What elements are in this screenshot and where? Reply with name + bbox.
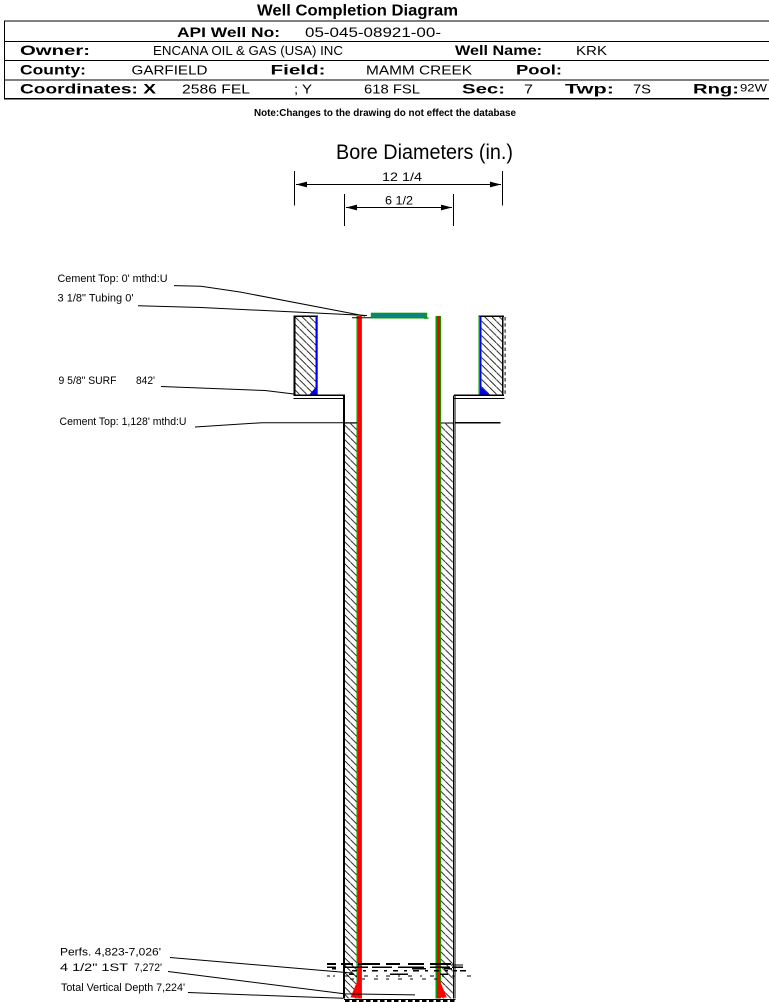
svg-text:KRK: KRK xyxy=(576,43,607,58)
svg-text:3 1/8" Tubing 0': 3 1/8" Tubing 0' xyxy=(58,293,134,305)
svg-text:; Y: ; Y xyxy=(294,82,312,97)
svg-text:Rng:: Rng: xyxy=(693,81,739,97)
svg-text:Coordinates: X: Coordinates: X xyxy=(20,81,157,97)
svg-text:County:: County: xyxy=(20,62,86,78)
svg-text:Field:: Field: xyxy=(271,62,326,78)
svg-text:Perfs. 4,823-7,026': Perfs. 4,823-7,026' xyxy=(60,947,161,959)
svg-text:Sec:: Sec: xyxy=(462,81,505,97)
svg-text:GARFIELD: GARFIELD xyxy=(132,63,208,78)
svg-text:Twp:: Twp: xyxy=(565,81,614,97)
svg-text:6 1/2: 6 1/2 xyxy=(385,194,413,208)
svg-text:618 FSL: 618 FSL xyxy=(364,82,420,97)
svg-text:9 5/8" SURF: 9 5/8" SURF xyxy=(59,375,117,387)
svg-text:Well Name:: Well Name: xyxy=(455,42,542,58)
svg-text:7: 7 xyxy=(524,82,533,97)
svg-text:Note:Changes to the drawing do: Note:Changes to the drawing do not effec… xyxy=(254,108,516,119)
svg-text:API Well No:: API Well No: xyxy=(177,24,280,40)
svg-text:MAMM CREEK: MAMM CREEK xyxy=(366,63,472,78)
svg-text:Cement Top: 0' mthd:U: Cement Top: 0' mthd:U xyxy=(58,273,168,285)
svg-text:842': 842' xyxy=(136,375,155,387)
svg-text:7,272': 7,272' xyxy=(134,962,162,974)
svg-text:2586 FEL: 2586 FEL xyxy=(182,82,250,97)
svg-text:Bore Diameters (in.): Bore Diameters (in.) xyxy=(336,141,513,164)
svg-text:92W: 92W xyxy=(740,83,768,95)
svg-text:Pool:: Pool: xyxy=(516,62,562,78)
svg-text:Total Vertical Depth 7,224': Total Vertical Depth 7,224' xyxy=(61,982,185,994)
svg-text:Well Completion Diagram: Well Completion Diagram xyxy=(257,3,458,20)
svg-text:Owner:: Owner: xyxy=(20,42,90,58)
svg-text:Cement Top: 1,128' mthd:U: Cement Top: 1,128' mthd:U xyxy=(60,416,187,428)
svg-text:05-045-08921-00-: 05-045-08921-00- xyxy=(305,24,441,40)
svg-text:4 1/2" 1ST: 4 1/2" 1ST xyxy=(60,962,128,974)
svg-text:ENCANA OIL & GAS (USA) INC: ENCANA OIL & GAS (USA) INC xyxy=(153,43,343,58)
svg-text:7S: 7S xyxy=(633,82,651,97)
svg-text:12 1/4: 12 1/4 xyxy=(382,170,422,184)
